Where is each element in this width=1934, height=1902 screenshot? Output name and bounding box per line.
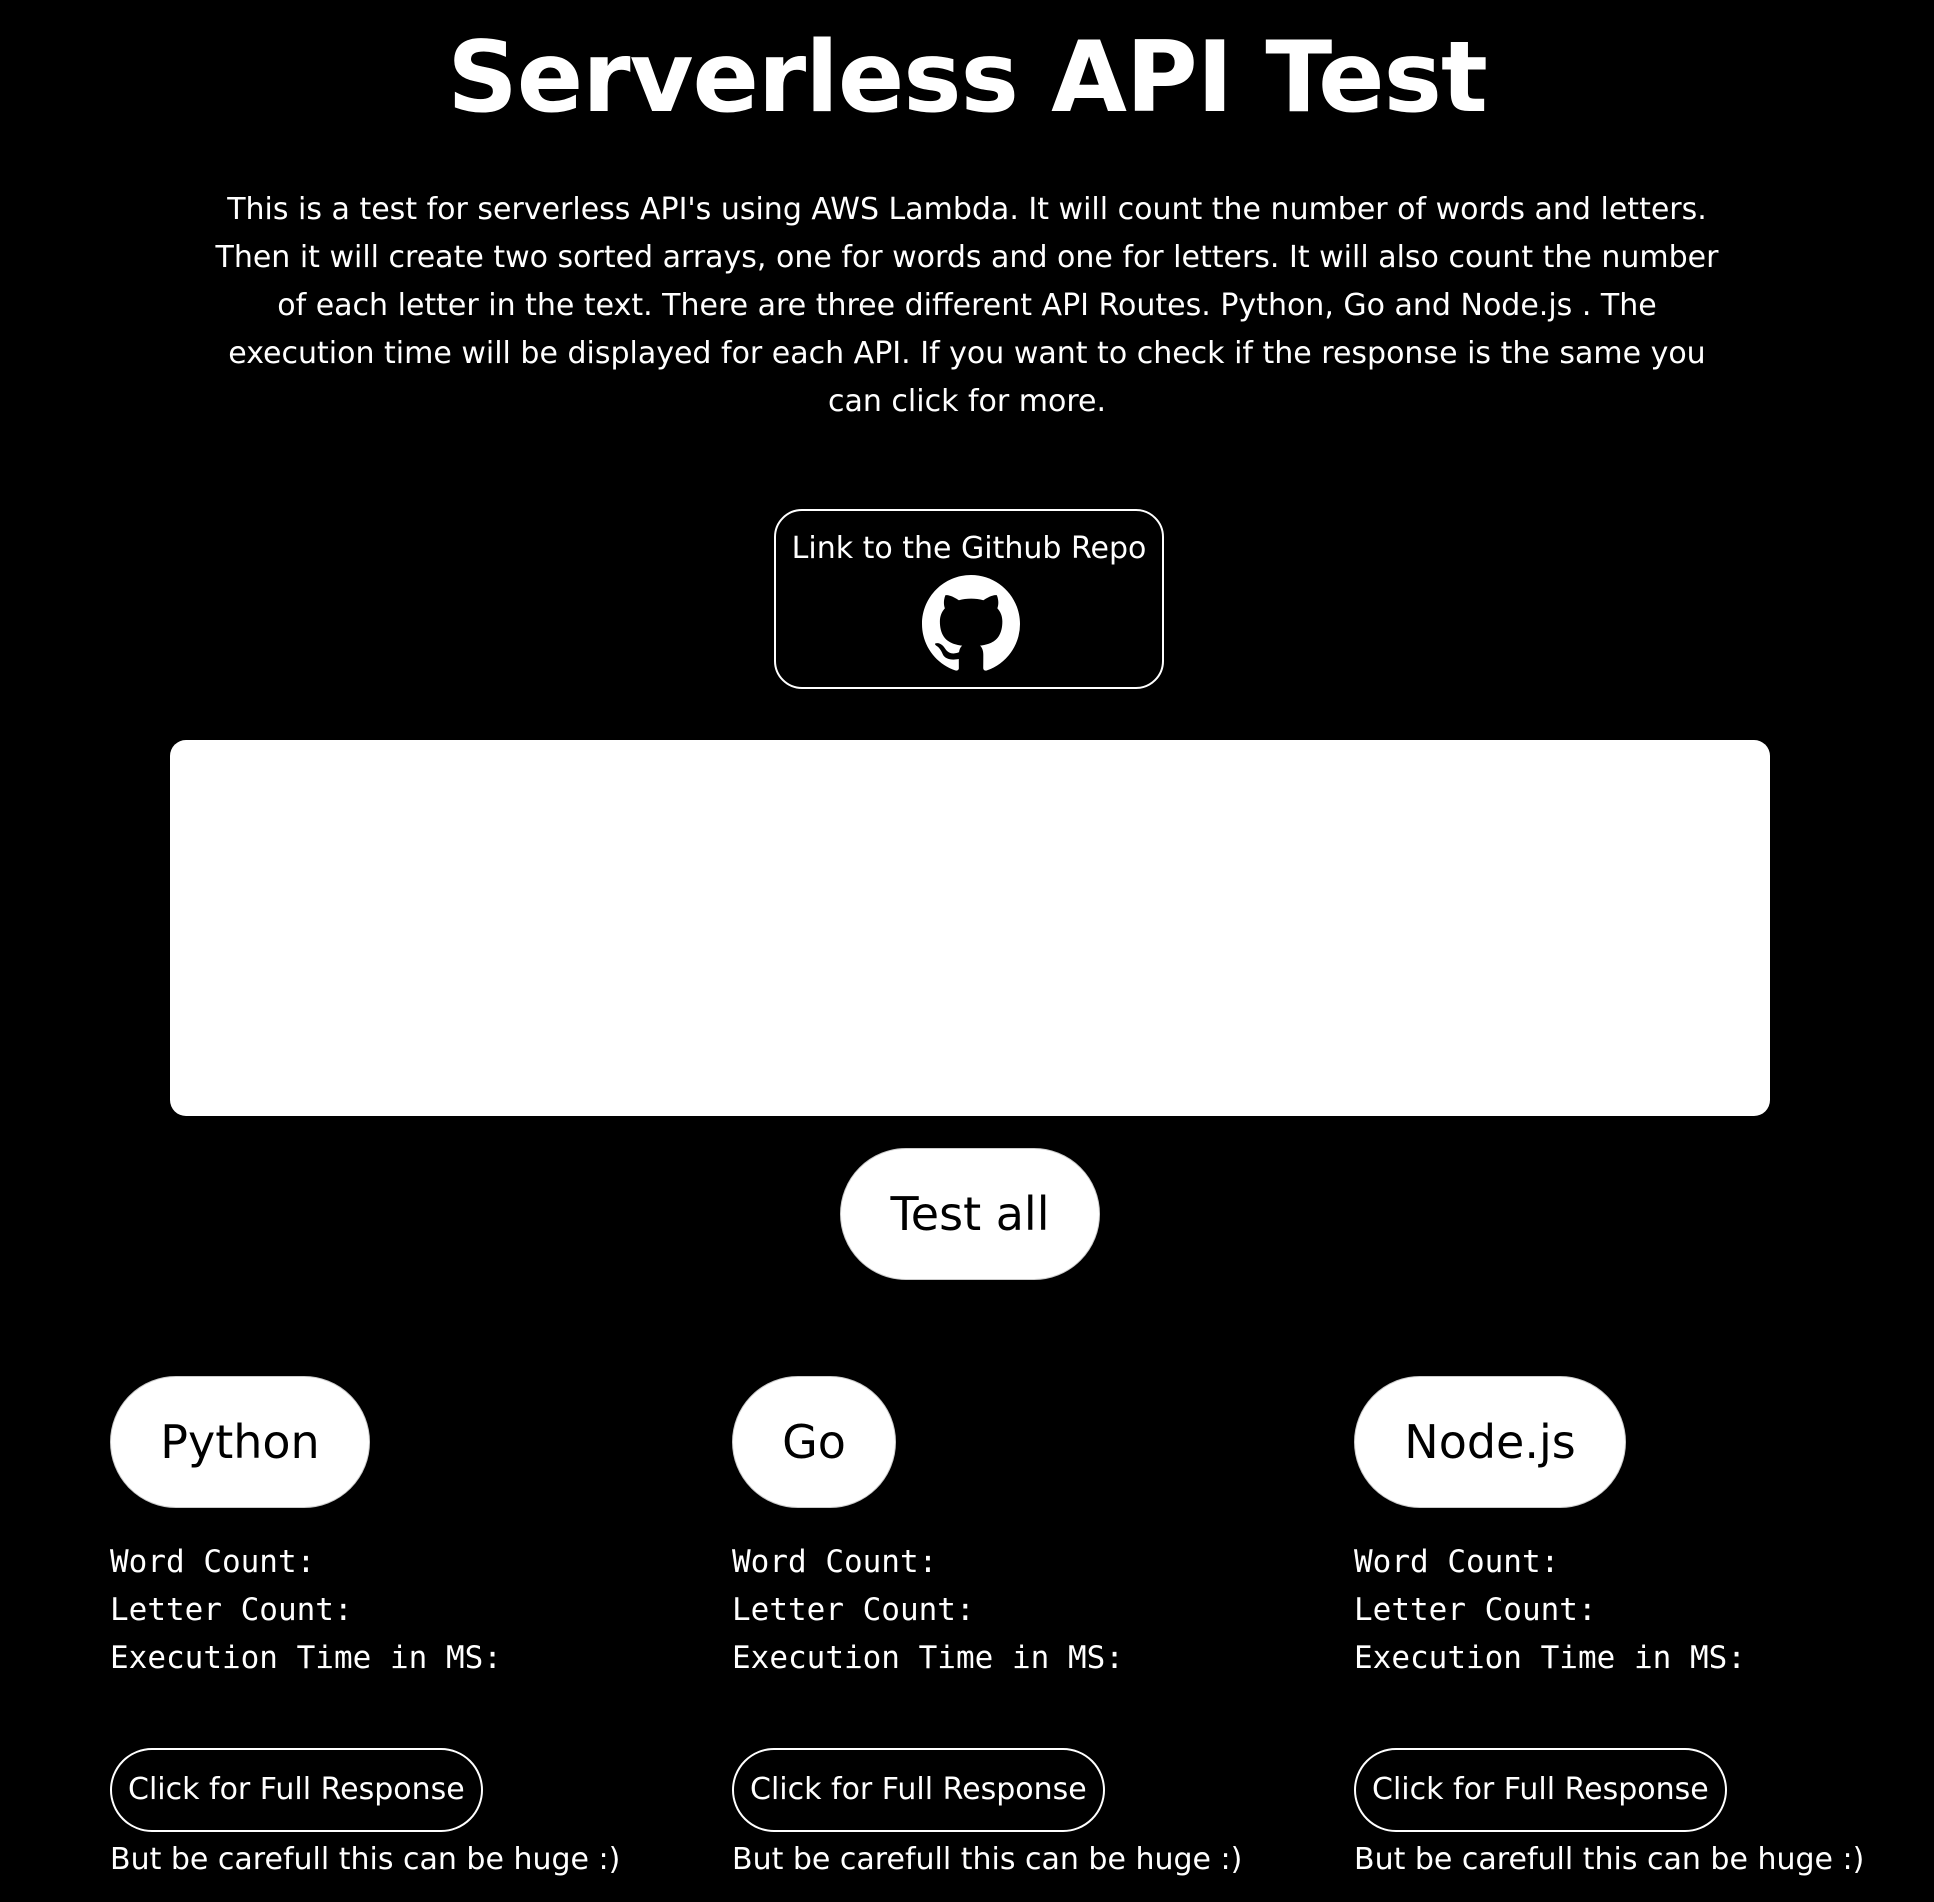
test-all-button[interactable]: Test all — [840, 1148, 1100, 1280]
nodejs-full-response-button[interactable]: Click for Full Response — [1354, 1748, 1727, 1832]
go-word-count: Word Count: — [732, 1544, 938, 1580]
go-test-button[interactable]: Go — [732, 1376, 896, 1508]
python-letter-count: Letter Count: — [110, 1592, 353, 1628]
github-icon — [922, 575, 1020, 671]
nodejs-test-button[interactable]: Node.js — [1354, 1376, 1626, 1508]
api-column-go: Go Word Count: Letter Count: Execution T… — [732, 1376, 1292, 1896]
nodejs-execution-time: Execution Time in MS: — [1354, 1640, 1746, 1676]
go-execution-time: Execution Time in MS: — [732, 1640, 1124, 1676]
python-word-count: Word Count: — [110, 1544, 316, 1580]
nodejs-size-warning: But be carefull this can be huge :) — [1354, 1842, 1865, 1877]
python-size-warning: But be carefull this can be huge :) — [110, 1842, 621, 1877]
go-full-response-button[interactable]: Click for Full Response — [732, 1748, 1105, 1832]
api-column-nodejs: Node.js Word Count: Letter Count: Execut… — [1354, 1376, 1914, 1896]
nodejs-word-count: Word Count: — [1354, 1544, 1560, 1580]
nodejs-stats: Word Count: Letter Count: Execution Time… — [1354, 1538, 1914, 1682]
text-input[interactable] — [170, 740, 1770, 1116]
page-title: Serverless API Test — [447, 21, 1488, 135]
go-letter-count: Letter Count: — [732, 1592, 975, 1628]
go-size-warning: But be carefull this can be huge :) — [732, 1842, 1243, 1877]
github-repo-link[interactable]: Link to the Github Repo — [774, 509, 1164, 689]
python-stats: Word Count: Letter Count: Execution Time… — [110, 1538, 670, 1682]
go-stats: Word Count: Letter Count: Execution Time… — [732, 1538, 1292, 1682]
python-full-response-button[interactable]: Click for Full Response — [110, 1748, 483, 1832]
github-link-label: Link to the Github Repo — [791, 531, 1147, 566]
python-test-button[interactable]: Python — [110, 1376, 370, 1508]
python-execution-time: Execution Time in MS: — [110, 1640, 502, 1676]
nodejs-letter-count: Letter Count: — [1354, 1592, 1597, 1628]
intro-text: This is a test for serverless API's usin… — [215, 192, 1719, 419]
api-column-python: Python Word Count: Letter Count: Executi… — [110, 1376, 670, 1896]
